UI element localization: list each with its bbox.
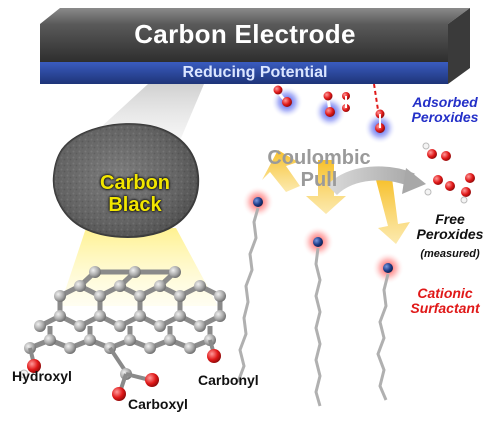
free-peroxides (422, 142, 475, 204)
zoom-cone (60, 228, 218, 306)
hydroxyl-label: Hydroxyl (12, 368, 72, 384)
surfactant-2 (302, 226, 334, 407)
carbon-black-label: Carbon Black (100, 172, 170, 216)
free-peroxides-label: Free Peroxides (416, 211, 484, 243)
hydroxyl-group (19, 347, 41, 379)
reducing-potential-label: Reducing Potential (182, 64, 328, 81)
carbon-black-particle (52, 123, 200, 238)
coulombic-arrows (262, 150, 426, 244)
cationic-surfactant-label: Cationic Surfactant (410, 285, 480, 317)
carbon-electrode (40, 8, 470, 84)
coulombic-pull-label: Coulombic Pull (267, 147, 371, 191)
surfactant-3 (372, 252, 404, 401)
carboxyl-group (108, 346, 159, 401)
adsorbed-peroxides (271, 83, 396, 144)
electrode-title: Carbon Electrode (134, 19, 356, 49)
adsorbed-peroxides-label: Adsorbed Peroxides (411, 94, 479, 126)
surfactant-1 (236, 186, 274, 383)
carboxyl-label: Carboxyl (128, 396, 188, 412)
carbonyl-group (207, 339, 221, 363)
carbonyl-label: Carbonyl (198, 372, 259, 388)
measured-note: (measured) (420, 248, 480, 260)
